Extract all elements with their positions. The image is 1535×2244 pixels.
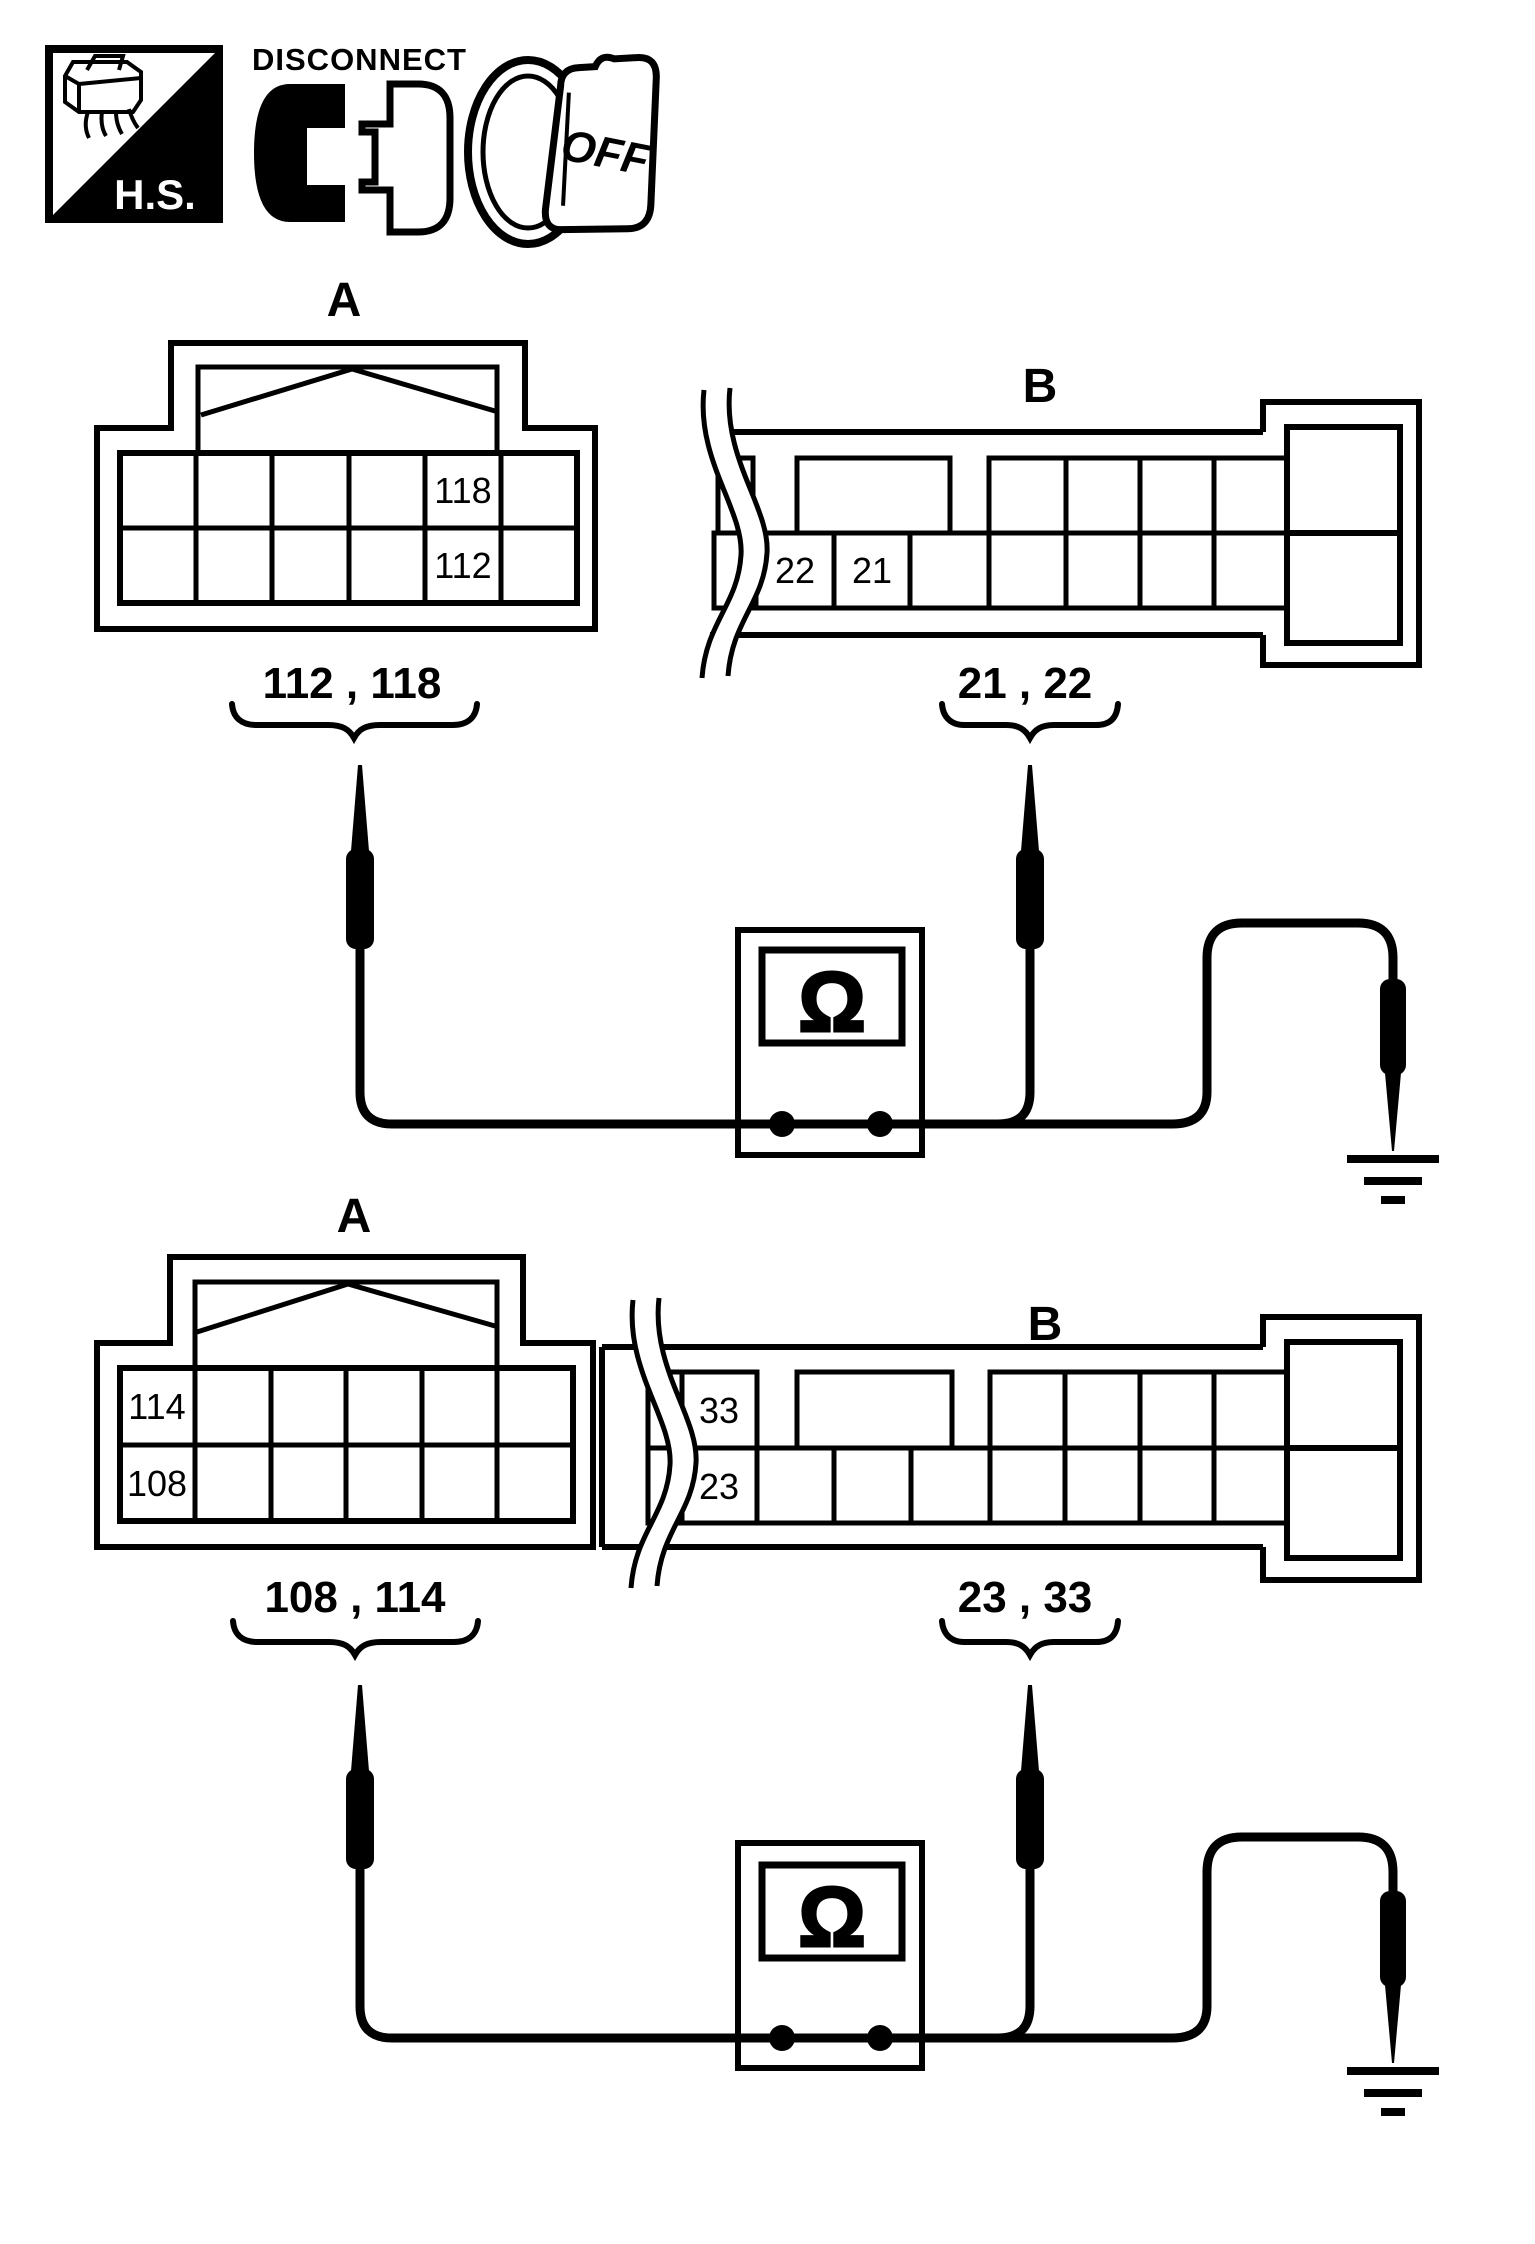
ohmmeter-display xyxy=(758,946,906,1047)
ground-probe-icon xyxy=(1347,1891,1439,2116)
test-probe-icon xyxy=(346,765,374,949)
meter-terminal-right xyxy=(867,2025,893,2051)
pin-label-23: 23 xyxy=(699,1466,739,1507)
meter-terminal-left xyxy=(769,2025,795,2051)
ignition-off-icon: OFF xyxy=(464,53,660,248)
test-probe-icon xyxy=(1016,1685,1044,1869)
pin-cells-bottom xyxy=(645,1445,1290,1526)
harness-break-icon xyxy=(699,387,770,679)
harness-break-icon xyxy=(628,1297,699,1589)
plug-female-icon xyxy=(358,80,454,236)
pin-label-108: 108 xyxy=(127,1463,187,1504)
disconnect-icon: DISCONNECT xyxy=(252,42,467,236)
key-blade: OFF xyxy=(541,53,660,234)
meter-terminal-left xyxy=(769,1111,795,1137)
test-lead-wire-a1 xyxy=(355,918,1398,1129)
connector-a1: 118 112 xyxy=(94,340,598,632)
connector-b1: 22 21 xyxy=(699,387,1422,679)
connector-a2: 114 108 xyxy=(94,1254,596,1550)
connector-b2: 33 23 xyxy=(599,1297,1422,1589)
connector-a2-title: A xyxy=(337,1190,372,1243)
pin-label-22: 22 xyxy=(775,550,815,591)
diagram-2: A 114 108 B xyxy=(94,1190,1439,2116)
check-terminals-b1: 21 , 22 xyxy=(958,659,1093,708)
ohm-symbol: Ω xyxy=(798,955,865,1049)
check-terminals-a1: 112 , 118 xyxy=(263,659,442,708)
pin-label-21: 21 xyxy=(852,550,892,591)
meter-terminal-right xyxy=(867,1111,893,1137)
hs-diagonal-triangle xyxy=(49,49,219,219)
connector-sketch-icon xyxy=(63,54,143,139)
underbrace xyxy=(942,704,1118,738)
hs-icon: H.S. xyxy=(45,45,223,223)
plug-male-icon xyxy=(254,84,345,222)
pin-label-112: 112 xyxy=(434,545,491,586)
connector-b1-title: B xyxy=(1023,360,1058,413)
pin-label-33: 33 xyxy=(699,1390,739,1431)
pin-label-114: 114 xyxy=(128,1386,185,1427)
underbrace xyxy=(942,1621,1118,1655)
test-probe-icon xyxy=(346,1685,374,1869)
underbrace xyxy=(232,704,477,738)
underbrace xyxy=(233,1621,478,1655)
pin-cells-top xyxy=(715,455,1290,536)
test-lead-wire-b2 xyxy=(975,1861,1035,2043)
check-terminals-a2: 108 , 114 xyxy=(264,1573,446,1622)
pin-cells-top xyxy=(645,1369,1290,1451)
latch-lines xyxy=(200,366,496,418)
hs-label: H.S. xyxy=(114,171,196,218)
latch-lines xyxy=(196,1281,496,1335)
ohm-symbol: Ω xyxy=(798,1870,865,1964)
test-lead-wire-b1 xyxy=(975,941,1035,1129)
diagram-1: A 118 112 B xyxy=(94,274,1439,1204)
check-terminals-b2: 23 , 33 xyxy=(958,1573,1093,1622)
disconnect-label: DISCONNECT xyxy=(252,42,467,77)
ohmmeter-display xyxy=(758,1861,906,1962)
ground-probe-icon xyxy=(1347,979,1439,1204)
connector-b2-title: B xyxy=(1028,1298,1063,1351)
test-lead-wire-a2 xyxy=(355,1832,1398,2043)
connector-a1-title: A xyxy=(327,274,362,327)
test-probe-icon xyxy=(1016,765,1044,949)
pin-label-118: 118 xyxy=(434,470,491,511)
